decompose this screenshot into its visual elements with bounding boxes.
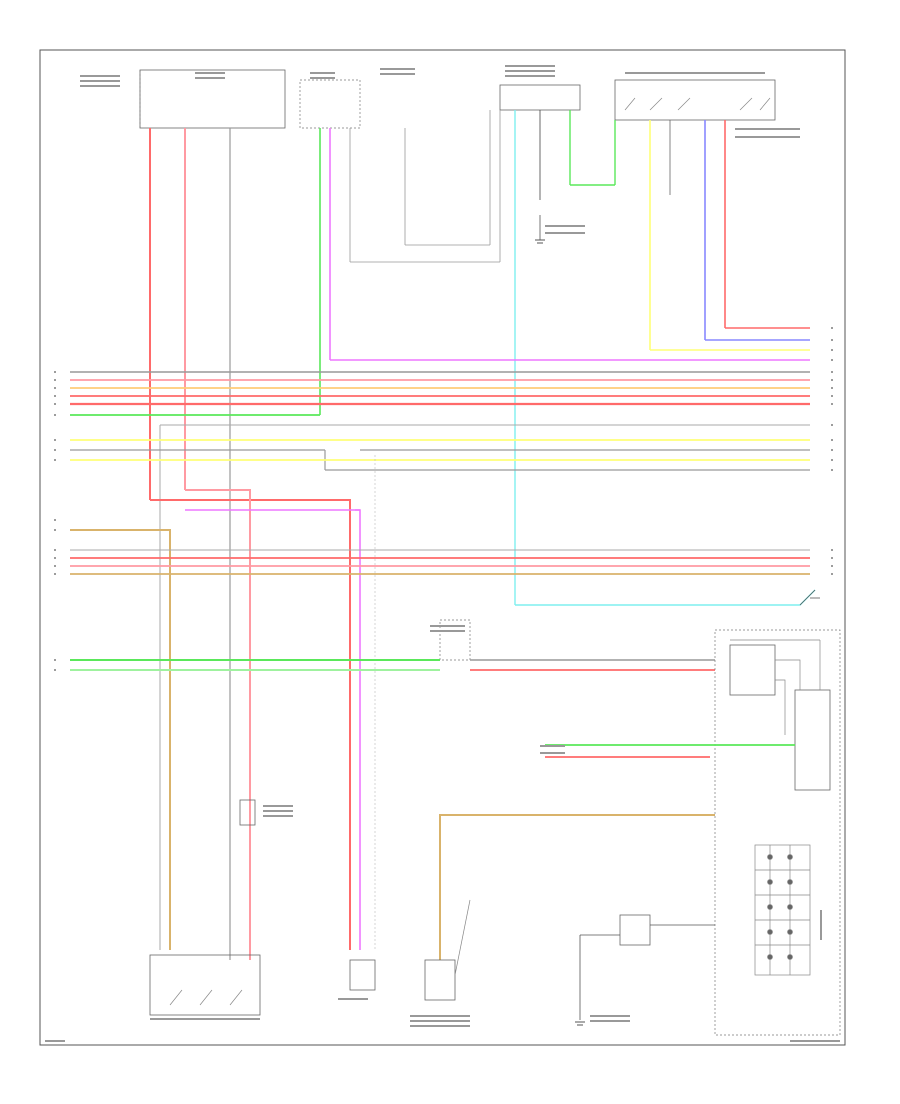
stop-lamp-switch-box bbox=[149, 954, 261, 1016]
diagram-frame bbox=[39, 49, 846, 1046]
small-module-box bbox=[349, 959, 376, 991]
ecm-internal-wires bbox=[730, 639, 821, 735]
ecm-block bbox=[714, 629, 841, 1036]
left-pin-markers bbox=[54, 371, 56, 671]
ignition-switch-box bbox=[619, 914, 651, 946]
neutral-start-switch-box bbox=[424, 959, 456, 1001]
ecm-side-box bbox=[794, 689, 831, 791]
bus-group-1 bbox=[70, 371, 810, 406]
stop-lamp-switch-contacts bbox=[169, 989, 243, 1006]
bus-group-2 bbox=[70, 424, 810, 950]
green-bus-middle bbox=[70, 659, 715, 671]
fuse-symbol bbox=[239, 799, 256, 826]
lower-right-wires bbox=[439, 744, 795, 960]
unreadable-label-marks bbox=[45, 65, 840, 1042]
middle-module-box bbox=[439, 619, 471, 661]
red-pink-routing bbox=[150, 455, 376, 960]
connector-box-top-middle bbox=[299, 79, 361, 129]
ground-symbols bbox=[535, 215, 715, 1026]
connector-box-center-top bbox=[499, 84, 581, 111]
cyan-routing bbox=[515, 589, 820, 606]
neutral-switch-wire bbox=[454, 899, 471, 976]
switch-contacts-top-right bbox=[624, 97, 771, 111]
ecm-inner-box bbox=[729, 644, 776, 696]
right-pin-markers bbox=[831, 327, 833, 575]
transmission-control-switch-box bbox=[614, 79, 776, 121]
bus-group-3 bbox=[70, 529, 810, 950]
riser-routing bbox=[70, 327, 810, 416]
relay-ladder bbox=[754, 844, 811, 976]
top-risers bbox=[149, 110, 726, 960]
